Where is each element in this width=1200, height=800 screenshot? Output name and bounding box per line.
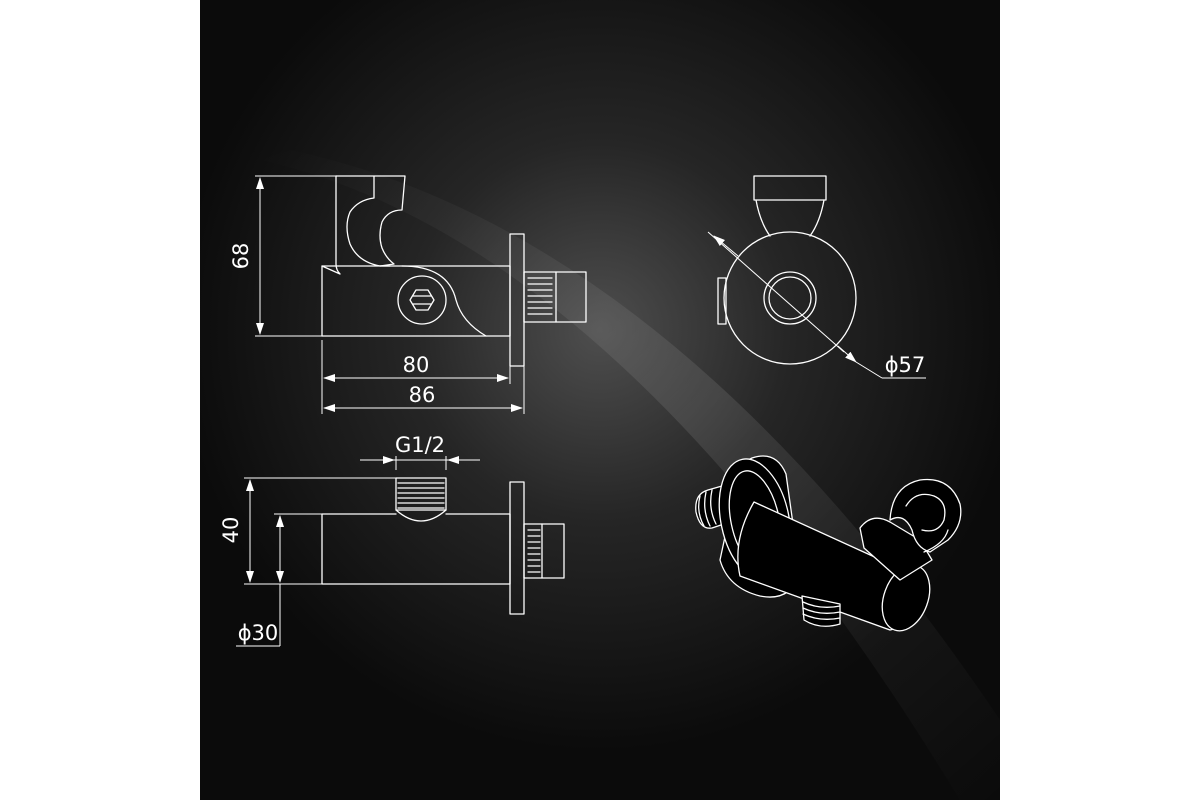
background-glow (200, 0, 1000, 800)
dimension-thread: G1/2 (395, 433, 445, 457)
dimension-width-total: 86 (409, 383, 436, 407)
dimension-height-side: 68 (229, 243, 253, 270)
side-view: 68 80 86 (229, 175, 587, 414)
dimension-diameter-flange: ϕ57 (885, 353, 926, 377)
dimension-height-bottom: 40 (219, 517, 243, 544)
technical-drawing: 68 80 86 ϕ57 (200, 0, 1000, 800)
dimension-diameter-body: ϕ30 (238, 621, 279, 645)
light-streak (260, 150, 1000, 800)
isometric-view (695, 455, 962, 632)
dimension-width-body: 80 (403, 353, 430, 377)
bottom-view: G1/2 40 ϕ30 (219, 433, 565, 647)
drawing-canvas: 68 80 86 ϕ57 (200, 0, 1000, 800)
front-view: ϕ57 (707, 175, 926, 379)
